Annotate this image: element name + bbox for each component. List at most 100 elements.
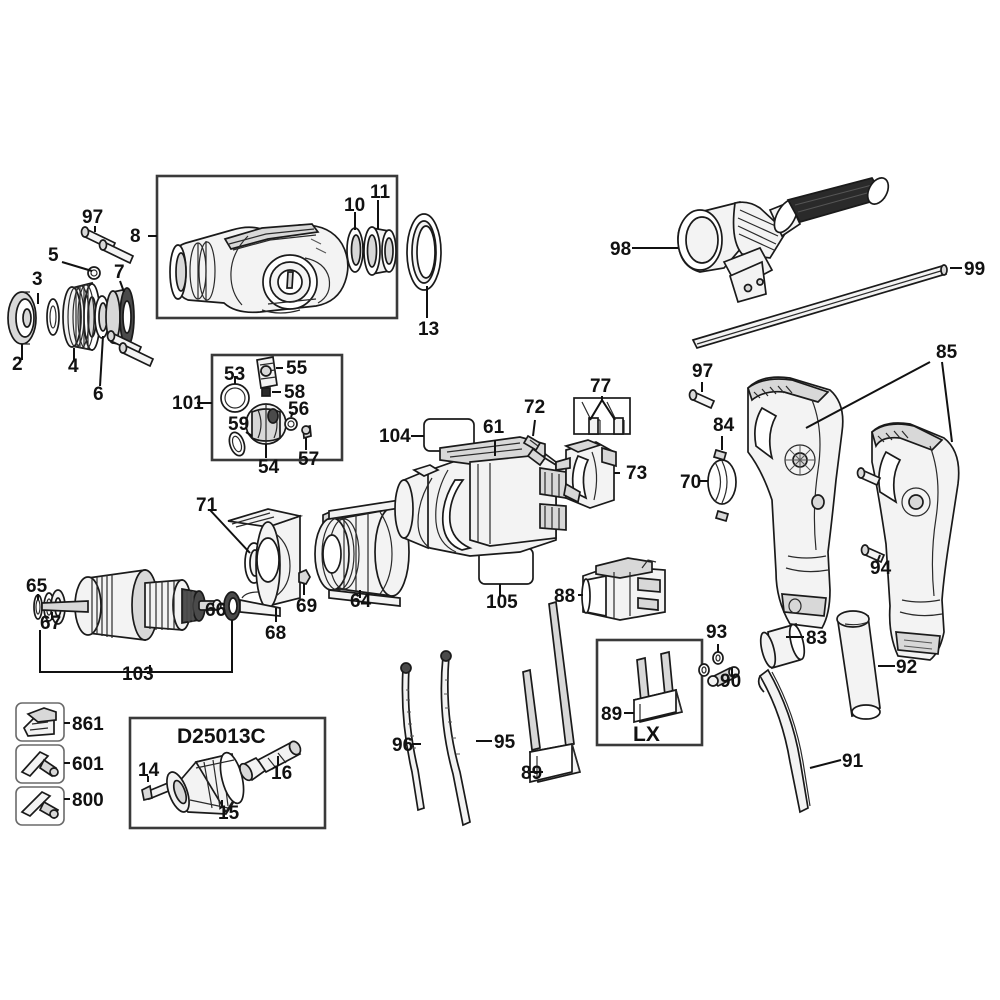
callout-88: 88 (554, 586, 576, 607)
part-58-pin (261, 387, 271, 397)
part-95-cable (440, 650, 471, 827)
callout-97-right: 97 (692, 361, 714, 382)
part-54-knob (245, 403, 287, 445)
part-70-oval-plate (707, 459, 737, 505)
chuck-kit-box-title: D25013C (177, 725, 266, 748)
part-103-armature (41, 569, 222, 641)
callout-800: 800 (72, 790, 104, 811)
part-11-ring (363, 226, 397, 276)
part-13-oring (406, 213, 442, 291)
callout-104: 104 (379, 426, 411, 447)
callout-55: 55 (286, 358, 308, 379)
callout-6: 6 (93, 384, 104, 405)
part-92-grip-sleeve (836, 610, 881, 720)
callout-85: 85 (936, 342, 958, 363)
housing-assembly-box (155, 174, 399, 320)
callout-96: 96 (392, 735, 414, 756)
callout-13: 13 (418, 319, 440, 340)
part-91-cable-harness (757, 668, 811, 814)
part-97-screws-left (80, 226, 155, 368)
part-2-cap (7, 291, 37, 345)
accessory-601 (15, 744, 65, 784)
part-77-brush-set (573, 397, 631, 435)
part-85-handle-half-left (746, 376, 844, 629)
part-3-washer (46, 298, 60, 336)
brush-lx-box (595, 638, 704, 747)
part-68-bearing-plate (227, 508, 304, 617)
part-5-oring (87, 266, 101, 280)
part-83-sleeve (759, 622, 806, 670)
callout-3: 3 (32, 269, 43, 290)
callout-93: 93 (706, 622, 728, 643)
callout-73: 73 (626, 463, 648, 484)
callout-103: 103 (122, 664, 154, 685)
part-73-brush-holder (555, 439, 617, 509)
part-10-washer (346, 227, 364, 273)
callout-101: 101 (172, 393, 204, 414)
callout-95: 95 (494, 732, 516, 753)
accessory-861 (15, 702, 65, 742)
callout-77: 77 (590, 376, 612, 397)
callout-70: 70 (680, 472, 702, 493)
accessory-800 (15, 786, 65, 826)
callout-16: 16 (271, 763, 293, 784)
part-8-gear-housing (169, 223, 349, 314)
part-66-bearing (223, 591, 241, 621)
part-6-seal (94, 295, 110, 339)
callout-89: 89 (521, 763, 543, 784)
part-57-screw (301, 424, 312, 440)
callout-105: 105 (486, 592, 518, 613)
callout-53: 53 (224, 364, 246, 385)
callout-69: 69 (296, 596, 318, 617)
brush-lx-box-title: LX (633, 723, 660, 746)
callout-67: 67 (40, 613, 62, 634)
callout-4: 4 (68, 356, 79, 377)
callout-90: 90 (720, 671, 742, 692)
part-85-handle-half-right (871, 422, 960, 661)
part-59-seal (228, 431, 246, 457)
callout-8: 8 (130, 226, 141, 247)
part-55-switch-body (256, 356, 278, 389)
callout-92: 92 (896, 657, 918, 678)
callout-601: 601 (72, 754, 104, 775)
part-15-chuck (166, 751, 245, 815)
part-96-cable (400, 662, 425, 812)
callout-54: 54 (258, 457, 280, 478)
callout-72: 72 (524, 397, 546, 418)
callout-10: 10 (344, 195, 366, 216)
callout-83: 83 (806, 628, 828, 649)
part-64-field-stator (314, 499, 410, 607)
callout-97-left: 97 (82, 207, 104, 228)
callout-7: 7 (114, 262, 125, 283)
part-89-brush-in-box (632, 650, 684, 724)
part-56-oring-small (284, 417, 298, 431)
callout-89-box: 89 (601, 704, 623, 725)
callout-14: 14 (138, 760, 160, 781)
part-89-brush (522, 600, 582, 784)
callout-56: 56 (288, 399, 310, 420)
part-53-oring (220, 383, 250, 413)
callout-68: 68 (265, 623, 287, 644)
part-61-motor-housing (394, 436, 567, 557)
callout-71: 71 (196, 495, 218, 516)
part-88-trigger-switch (581, 557, 666, 621)
callout-11: 11 (370, 182, 391, 203)
callout-64: 64 (350, 591, 372, 612)
switch-kit-box (210, 353, 344, 462)
callout-5: 5 (48, 245, 59, 266)
callout-57: 57 (298, 449, 320, 470)
callout-98: 98 (610, 239, 632, 260)
callout-58: 58 (284, 382, 306, 403)
part-84-pin (712, 448, 730, 523)
callout-861: 861 (72, 714, 104, 735)
part-98-side-handle (677, 177, 890, 304)
callout-2: 2 (12, 354, 23, 375)
callout-99: 99 (964, 259, 986, 280)
part-4-spring-sleeve (62, 281, 101, 352)
part-72-contact (522, 434, 547, 467)
callout-65: 65 (26, 576, 48, 597)
callout-91: 91 (842, 751, 864, 772)
part-97-screw-right (688, 389, 716, 410)
